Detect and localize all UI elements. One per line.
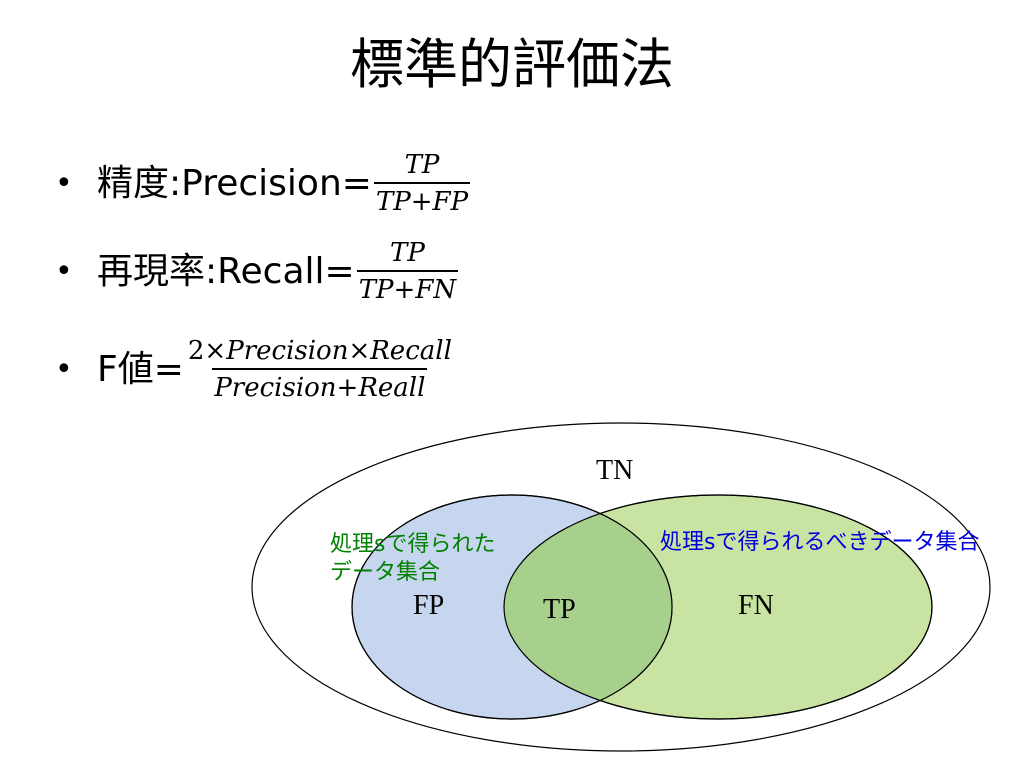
bullet-dot: • — [55, 165, 73, 201]
precision-denominator: TP+FP — [373, 182, 471, 217]
f-measure-label: F値= — [97, 348, 184, 390]
f-measure-bullet: • F値= 2×Precision×Recall Precision+Reall — [55, 336, 454, 403]
precision-label: 精度:Precision= — [97, 162, 372, 204]
recall-bullet: • 再現率:Recall= TP TP+FN — [55, 238, 459, 305]
recall-fraction: TP TP+FN — [356, 238, 459, 305]
f-measure-numerator: 2×Precision×Recall — [186, 336, 454, 368]
tp-label: TP — [543, 594, 576, 625]
tn-label: TN — [596, 455, 634, 486]
recall-label: 再現率:Recall= — [97, 250, 355, 292]
recall-numerator: TP — [389, 238, 425, 268]
f-measure-numerator-terms: Precision×Recall — [226, 336, 452, 366]
f-measure-denominator: Precision+Reall — [212, 368, 428, 403]
obtained-set-note: 処理sで得られたデータ集合 — [330, 532, 496, 585]
f-measure-fraction: 2×Precision×Recall Precision+Reall — [186, 336, 454, 403]
fn-label: FN — [738, 590, 774, 621]
bullet-dot: • — [55, 253, 73, 289]
precision-fraction: TP TP+FP — [373, 150, 471, 217]
fp-label: FP — [413, 590, 445, 621]
obtained-set-outline — [351, 494, 673, 720]
recall-denominator: TP+FN — [356, 270, 459, 305]
overlap-region — [504, 495, 672, 719]
precision-numerator: TP — [404, 150, 440, 180]
expected-set-note: 処理sで得られるべきデータ集合 — [660, 530, 980, 555]
bullet-dot: • — [55, 351, 73, 387]
slide-title: 標準的評価法 — [350, 33, 674, 96]
f-measure-numerator-lead: 2× — [187, 336, 227, 366]
precision-bullet: • 精度:Precision= TP TP+FP — [55, 150, 471, 217]
expected-set-outline — [503, 494, 933, 720]
